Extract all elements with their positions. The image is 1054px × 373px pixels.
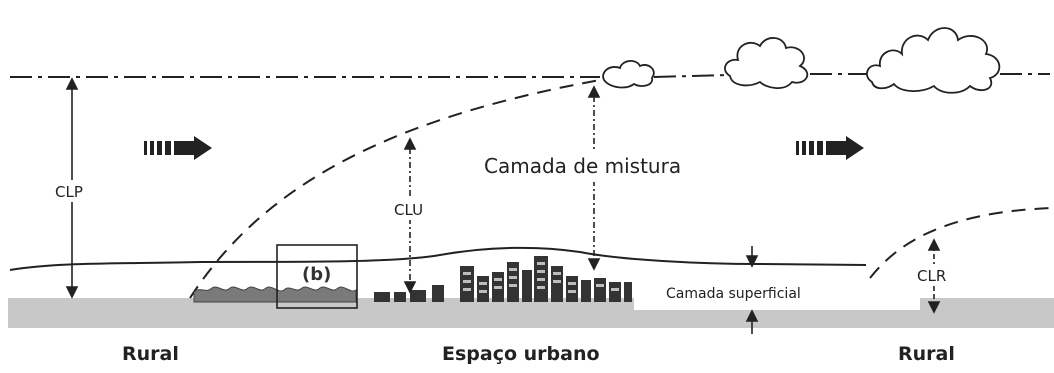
surface-layer-line bbox=[9, 246, 867, 271]
cloud-icon bbox=[602, 60, 655, 89]
rural-left-label: Rural bbox=[122, 343, 179, 365]
building-icon bbox=[432, 285, 444, 302]
mixing-layer-label: Camada de mistura bbox=[484, 154, 681, 178]
building-icon bbox=[581, 280, 591, 302]
urban-boundary-curve bbox=[189, 79, 601, 299]
surface-layer-label: Camada superficial bbox=[666, 286, 801, 302]
building-icon bbox=[566, 276, 578, 302]
surface-layer-arrow-top bbox=[745, 246, 759, 268]
clr-label: CLR bbox=[917, 267, 946, 285]
rural-right-label: Rural bbox=[898, 343, 955, 365]
cloud-icon bbox=[866, 27, 1001, 94]
inset-label: (b) bbox=[302, 264, 331, 285]
building-icon bbox=[410, 290, 426, 302]
urban-space-label: Espaço urbano bbox=[442, 343, 600, 365]
building-icon bbox=[551, 266, 563, 302]
building-icon bbox=[374, 292, 390, 302]
wind-arrow-icon bbox=[144, 136, 212, 160]
surface-layer-arrow-bottom bbox=[745, 309, 759, 334]
clu-label: CLU bbox=[394, 201, 423, 219]
mixing-layer-arrow bbox=[587, 85, 601, 271]
urban-buildings bbox=[374, 256, 632, 302]
building-icon bbox=[594, 278, 606, 302]
clp-label: CLP bbox=[55, 183, 83, 201]
surface-layer-box bbox=[634, 276, 866, 310]
cloud-icon bbox=[724, 37, 809, 89]
building-icon bbox=[477, 276, 489, 302]
building-icon bbox=[624, 282, 632, 302]
building-icon bbox=[609, 282, 621, 302]
surface-layer-box-right bbox=[866, 298, 920, 310]
inset-box bbox=[276, 244, 358, 309]
building-windows bbox=[463, 262, 619, 293]
wind-arrow-icon bbox=[796, 136, 864, 160]
clu-arrow bbox=[403, 137, 417, 294]
vegetation-strip bbox=[193, 286, 357, 303]
building-icon bbox=[522, 270, 532, 302]
building-icon bbox=[394, 292, 406, 302]
building-icon bbox=[507, 262, 519, 302]
clr-arrow bbox=[927, 238, 941, 314]
building-icon bbox=[460, 266, 474, 302]
rural-boundary-curve bbox=[869, 207, 1053, 279]
